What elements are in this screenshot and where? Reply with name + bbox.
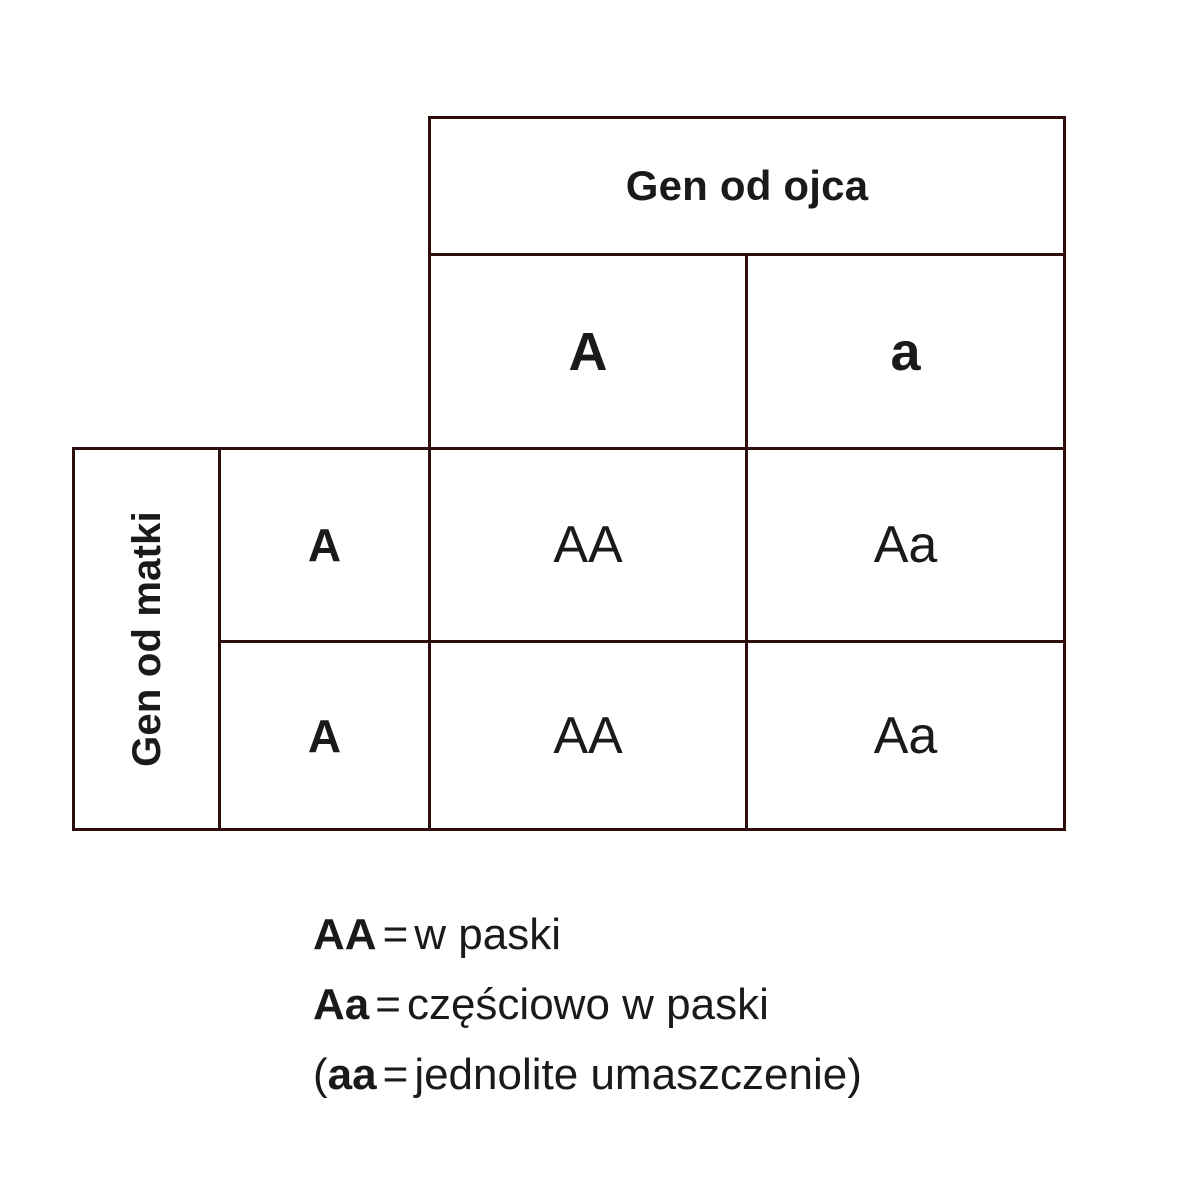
genotype-cell-0-0-label: AA — [553, 516, 623, 574]
mother-allele-header-1: A — [218, 640, 431, 831]
legend-genotype-0: AA — [313, 910, 377, 959]
father-allele-header-1-label: a — [890, 321, 921, 382]
legend-genotype-2: aa — [327, 1050, 377, 1099]
genotype-cell-1-1-label: Aa — [873, 706, 938, 765]
legend-equals-2: = — [382, 1050, 409, 1099]
legend: AA=w paski Aa=częściowo w paski (aa=jedn… — [313, 900, 1073, 1110]
legend-description-0: w paski — [414, 910, 561, 959]
mother-allele-header-0-label: A — [307, 519, 342, 571]
father-axis-header: Gen od ojca — [428, 116, 1066, 256]
genotype-cell-0-0: AA — [428, 447, 748, 643]
legend-row: Aa=częściowo w paski — [313, 970, 1073, 1040]
genotype-cell-1-0-label: AA — [553, 706, 623, 765]
mother-axis-header: Gen od matki — [72, 447, 221, 831]
legend-equals-0: = — [382, 910, 409, 959]
genotype-cell-1-1: Aa — [745, 640, 1066, 831]
genotype-cell-0-1-label: Aa — [873, 516, 938, 574]
father-allele-header-0: A — [428, 253, 748, 450]
legend-genotype-1: Aa — [313, 980, 370, 1029]
genotype-cell-0-1: Aa — [745, 447, 1066, 643]
genotype-cell-1-0: AA — [428, 640, 748, 831]
legend-open-paren-2: ( — [313, 1050, 328, 1099]
legend-description-1: częściowo w paski — [406, 980, 769, 1029]
father-allele-header-0-label: A — [568, 321, 608, 382]
mother-allele-header-0: A — [218, 447, 431, 643]
mother-axis-header-label: Gen od matki — [124, 511, 169, 767]
legend-row: (aa=jednolite umaszczenie) — [313, 1040, 1073, 1110]
legend-close-paren-2: ) — [847, 1050, 862, 1099]
father-axis-header-label: Gen od ojca — [625, 162, 869, 209]
legend-equals-1: = — [375, 980, 401, 1029]
legend-row: AA=w paski — [313, 900, 1073, 970]
legend-description-2: jednolite umaszczenie — [414, 1050, 848, 1099]
father-allele-header-1: a — [745, 253, 1066, 450]
mother-allele-header-1-label: A — [307, 709, 342, 762]
